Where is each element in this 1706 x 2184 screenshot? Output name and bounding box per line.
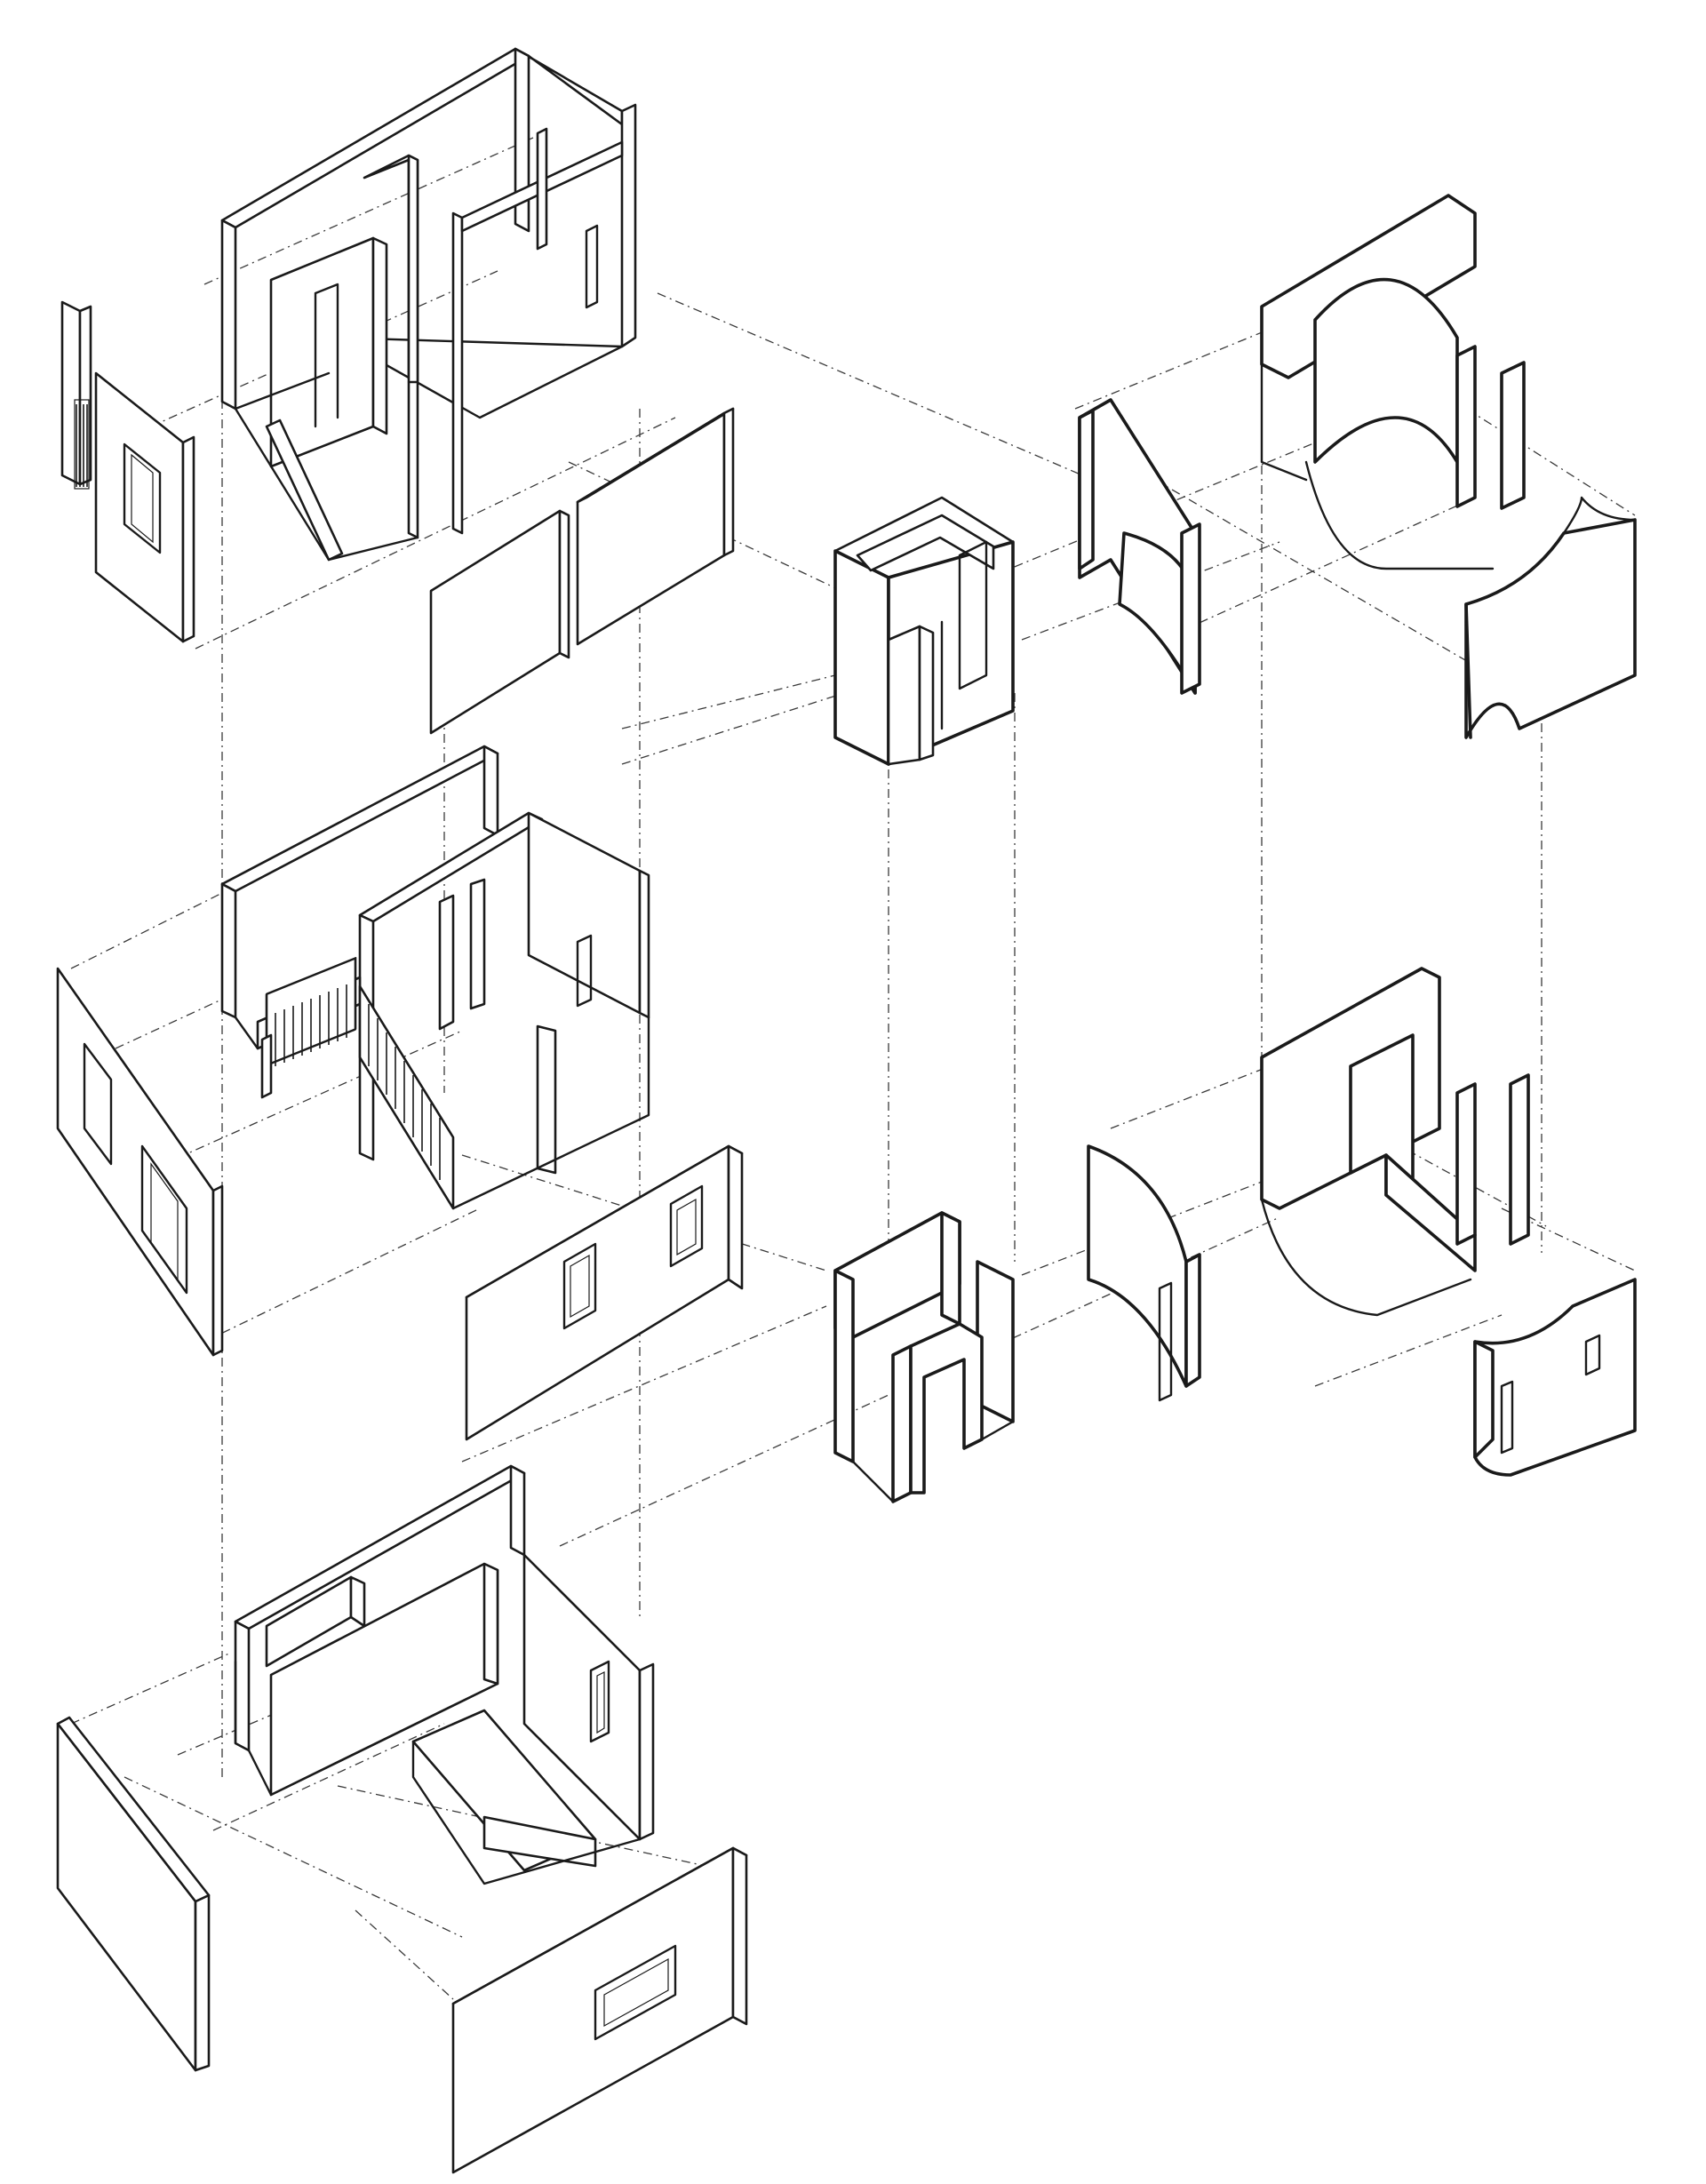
middle-tower-block [833,1211,1015,1503]
ground-main-volume [234,1464,655,1885]
upper-front-panels [429,407,735,735]
middle-left-end-wall [56,967,224,1357]
upper-left-end-wall [60,300,195,643]
upper-main-volume [220,47,637,562]
ground-left-end-wall [56,1716,211,2072]
upper-floor-assembly [60,47,735,735]
middle-front-wall [465,1144,744,1441]
upper-apse-block [1078,194,1637,739]
middle-main-volume [220,745,650,1210]
upper-tower-block [833,496,1015,766]
middle-apse-block [1087,967,1637,1477]
ground-floor-assembly [56,1464,748,2174]
ground-front-wall [451,1846,748,2174]
middle-floor-assembly [56,745,744,1441]
